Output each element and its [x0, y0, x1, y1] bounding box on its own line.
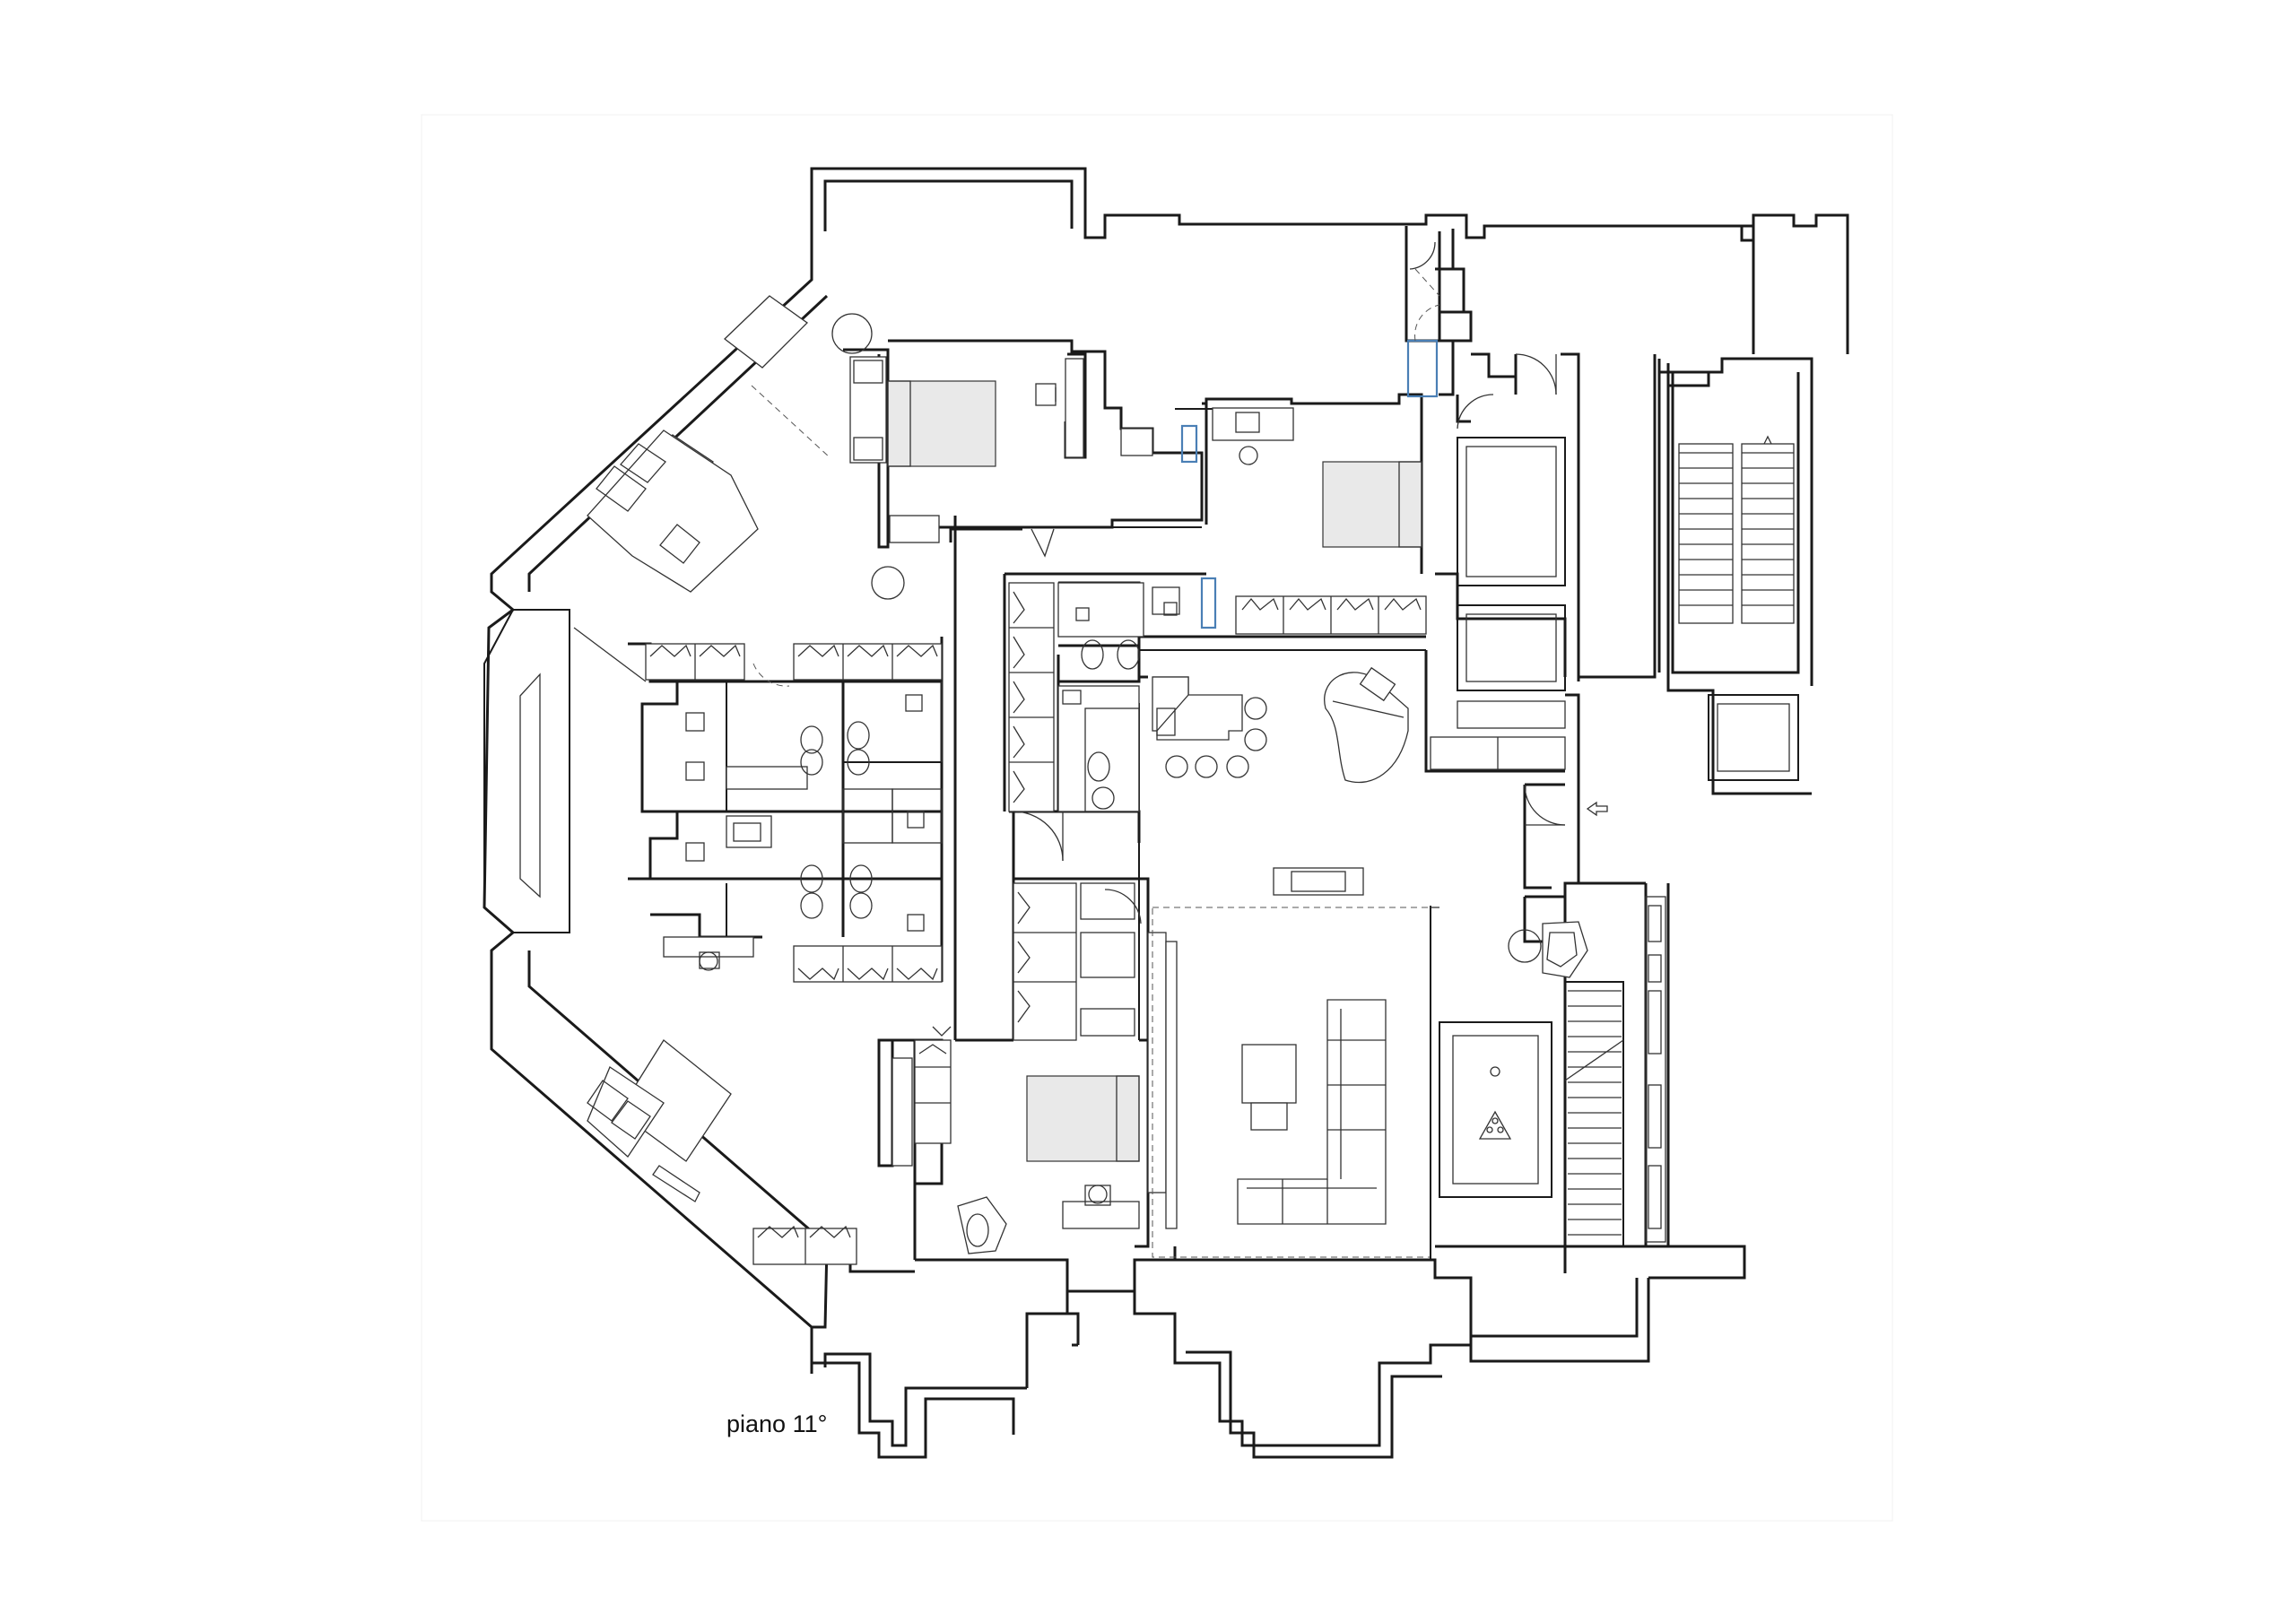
north-bedroom-2: [1180, 407, 1422, 548]
nw-bedroom: [573, 295, 1084, 682]
door-swings: [932, 241, 1566, 1037]
living-room: [1152, 867, 1588, 1260]
wardrobe-row-north: [1200, 577, 1427, 635]
west-bathrooms: [645, 643, 943, 1265]
north-bedroom-1: [849, 356, 1153, 543]
main-staircase: [1657, 359, 1800, 781]
lift-shafts: [1406, 339, 1566, 770]
floor-label: piano 11°: [726, 1410, 827, 1437]
sheet-boundary: [421, 114, 1893, 1522]
sw-bedroom: [587, 1039, 732, 1202]
kitchen: [1152, 666, 1409, 784]
south-bedroom: [891, 882, 1167, 1254]
central-bathrooms: [1008, 582, 1180, 862]
secondary-staircase: [1564, 801, 1666, 1247]
